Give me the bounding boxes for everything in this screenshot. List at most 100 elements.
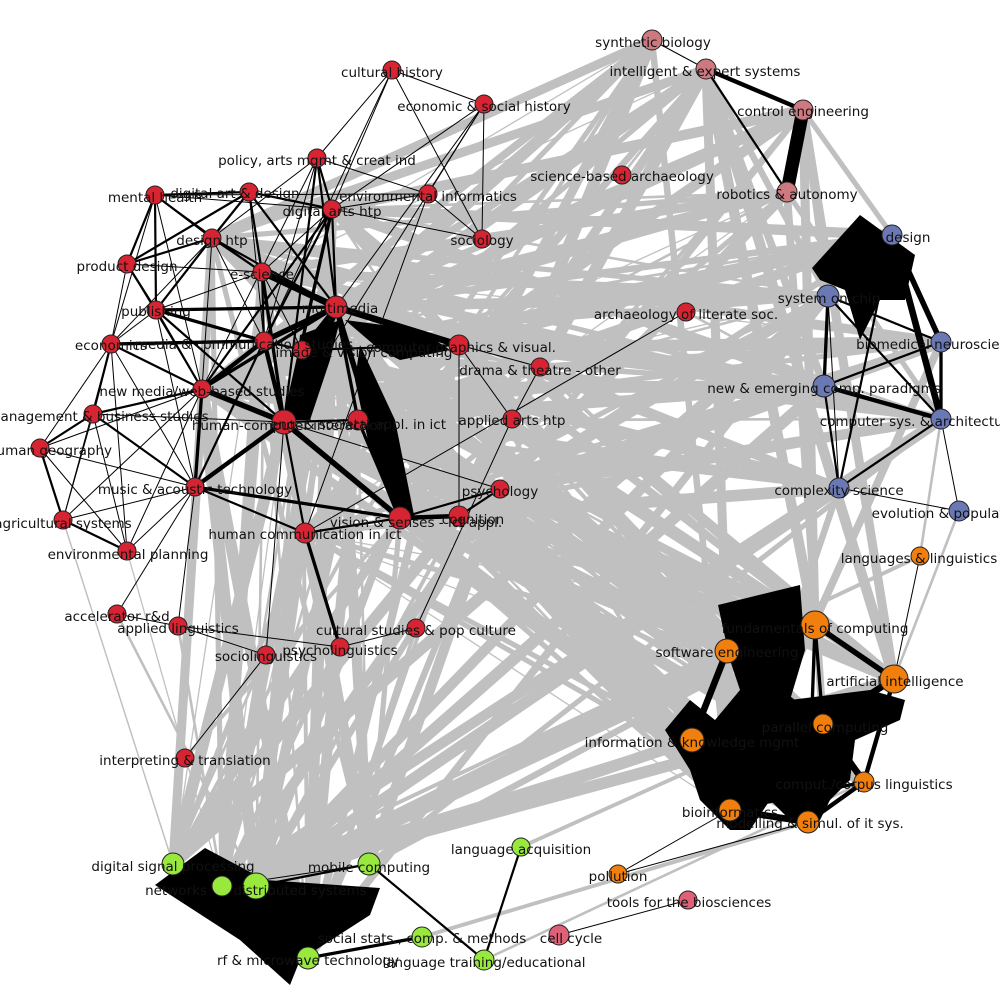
edge-within-economics-media-comm (109, 339, 266, 346)
node-economics[interactable] (101, 334, 121, 354)
edge-within-complexity-computer-sys-arch (837, 417, 943, 490)
node-applied-arts[interactable] (502, 409, 522, 429)
node-accelerator[interactable] (107, 604, 127, 624)
node-computer-graphics[interactable] (448, 334, 470, 356)
node-archaeology-literate[interactable] (676, 302, 696, 322)
node-sociology[interactable] (472, 229, 492, 249)
node-music-acoustic[interactable] (185, 477, 205, 497)
label-sociolinguistics: sociolinguistics (215, 649, 317, 665)
node-bioinformatics[interactable] (718, 798, 742, 822)
label-new-media: new media/web-based studies (99, 384, 304, 400)
node-media-comm[interactable] (254, 331, 274, 351)
node-drama-theatre[interactable] (530, 357, 550, 377)
node-digital-arts-htp[interactable] (322, 199, 342, 219)
node-vision-senses[interactable] (388, 506, 412, 530)
edge-between-languages-ling-computer-sys-arch (918, 417, 943, 558)
edge-within-hci-human-comm-ict (282, 420, 307, 535)
node-hci[interactable] (271, 409, 297, 435)
edge-within-publishing-new-media (154, 308, 204, 391)
label-social-stats: social stats., comp. & methods (318, 931, 527, 947)
edge-within-mental-health-new-media (154, 194, 203, 390)
node-robotics[interactable] (776, 181, 798, 203)
edge-within-eng-societal-vision-senses (356, 418, 402, 520)
node-new-emerging[interactable] (812, 374, 836, 398)
node-fundamentals[interactable] (800, 610, 830, 640)
edge-within-digital-arts-htp-e-science (261, 208, 333, 273)
node-comput-corpus[interactable] (853, 771, 875, 793)
node-digital-art[interactable] (239, 182, 259, 202)
node-product-design[interactable] (117, 254, 137, 274)
node-distributed[interactable] (242, 872, 270, 900)
node-env-planning[interactable] (117, 541, 137, 561)
edge-within-digital-art-multimedia (247, 190, 338, 309)
edge-within-music-acoustic-env-planning (126, 486, 196, 552)
node-control-eng[interactable] (792, 99, 814, 121)
node-language-acq[interactable] (511, 837, 531, 857)
node-management-business[interactable] (83, 404, 103, 424)
label-human-geography: human geography (0, 443, 112, 459)
node-psychology[interactable] (490, 479, 510, 499)
node-cognition[interactable] (448, 505, 470, 527)
node-system-on-chip[interactable] (816, 284, 840, 308)
node-new-media[interactable] (192, 379, 212, 399)
node-image-vision[interactable] (292, 340, 312, 360)
node-design-blue[interactable] (881, 224, 903, 246)
node-cultural-history[interactable] (382, 60, 402, 80)
label-modelling-simul: modelling & simul. of it sys. (716, 816, 904, 832)
node-intelligent-expert[interactable] (695, 58, 717, 80)
node-languages-ling[interactable] (910, 546, 930, 566)
node-modelling-simul[interactable] (796, 810, 820, 834)
node-agricultural[interactable] (53, 510, 73, 530)
node-tools-biosciences[interactable] (678, 890, 698, 910)
node-networks[interactable] (211, 875, 233, 897)
node-eng-societal[interactable] (347, 409, 369, 431)
label-econ-social-history: economic & social history (397, 99, 570, 115)
label-applied-arts: applied arts htp (459, 413, 566, 429)
edge-within-digital-arts-htp-media-comm (262, 207, 334, 343)
node-info-knowledge[interactable] (679, 727, 705, 753)
node-cell-cycle[interactable] (548, 924, 570, 946)
edge-between-control-eng-design-blue (800, 107, 895, 238)
node-cultural-studies[interactable] (406, 618, 426, 638)
edge-within-digital-art-product-design (125, 190, 251, 266)
node-human-geography[interactable] (30, 438, 50, 458)
edge-within-fundamentals-modelling-simul (806, 623, 817, 824)
node-psycholinguistics[interactable] (330, 637, 350, 657)
node-applied-linguistics[interactable] (168, 616, 188, 636)
node-pollution[interactable] (608, 864, 628, 884)
edge-within-software-eng-info-knowledge (688, 647, 731, 744)
node-policy-arts[interactable] (307, 148, 327, 168)
edge-within-management-business-agricultural (62, 413, 94, 521)
node-publishing[interactable] (146, 300, 166, 320)
node-env-informatics[interactable] (418, 184, 438, 204)
node-science-archaeology[interactable] (612, 165, 632, 185)
edge-within-design-htp-economics (110, 237, 213, 345)
node-software-eng[interactable] (714, 638, 740, 664)
node-biomedical-neuro[interactable] (930, 331, 952, 353)
node-human-comm-ict[interactable] (294, 522, 316, 544)
node-interpreting[interactable] (175, 748, 195, 768)
edge-within-computer-graphics-applied-arts (458, 344, 513, 420)
edge-within-distributed-mobile (254, 862, 371, 888)
node-multimedia[interactable] (324, 295, 348, 319)
node-computer-sys-arch[interactable] (930, 408, 952, 430)
node-language-training[interactable] (473, 949, 495, 971)
label-agricultural: agricultural systems (0, 516, 132, 532)
node-econ-social-history[interactable] (474, 94, 494, 114)
node-parallel[interactable] (812, 713, 834, 735)
node-design-htp[interactable] (202, 228, 222, 248)
node-synthetic-biology[interactable] (641, 29, 663, 51)
node-digital-signal[interactable] (161, 852, 185, 876)
node-evolution-pop[interactable] (948, 500, 970, 522)
node-mental-health[interactable] (145, 185, 165, 205)
node-complexity[interactable] (828, 477, 850, 499)
node-artificial-intel[interactable] (879, 664, 909, 694)
node-social-stats[interactable] (411, 926, 433, 948)
node-rf-microwave[interactable] (296, 946, 320, 970)
edge-between-design-htp-system-on-chip (209, 235, 831, 299)
edge-within-rf-microwave-social-stats (306, 935, 424, 960)
edge-between-system-on-chip-distributed (250, 290, 834, 892)
node-mobile[interactable] (357, 852, 381, 876)
node-sociolinguistics[interactable] (256, 645, 276, 665)
node-e-science[interactable] (252, 262, 272, 282)
